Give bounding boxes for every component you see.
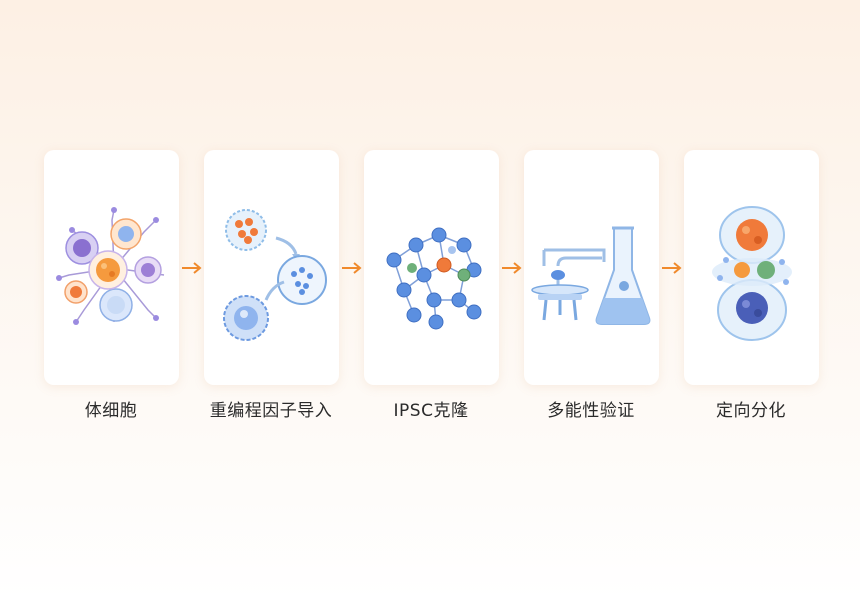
step-label-3: IPSC克隆 [393, 401, 469, 421]
step-label-1: 体细胞 [84, 401, 138, 421]
step-card-1 [44, 150, 179, 385]
somatic-cell-cluster-icon [56, 207, 165, 325]
arrow-right-icon [182, 262, 202, 274]
arrow-right-icon [502, 262, 522, 274]
ipsc-colony-icon [386, 227, 482, 330]
arrow-right-icon [342, 262, 362, 274]
step-label-4: 多能性验证 [547, 401, 635, 421]
step-card-2 [204, 150, 339, 385]
lab-flask-icon [531, 226, 651, 325]
step-card-5 [684, 150, 819, 385]
step-label-5: 定向分化 [716, 401, 786, 421]
arrow-right-icon [662, 262, 682, 274]
differentiated-cell-icon [712, 206, 792, 341]
step-label-2: 重编程因子导入 [209, 401, 333, 421]
step-card-4 [524, 150, 659, 385]
reprogramming-factor-icon [223, 209, 327, 341]
step-card-3 [364, 150, 499, 385]
